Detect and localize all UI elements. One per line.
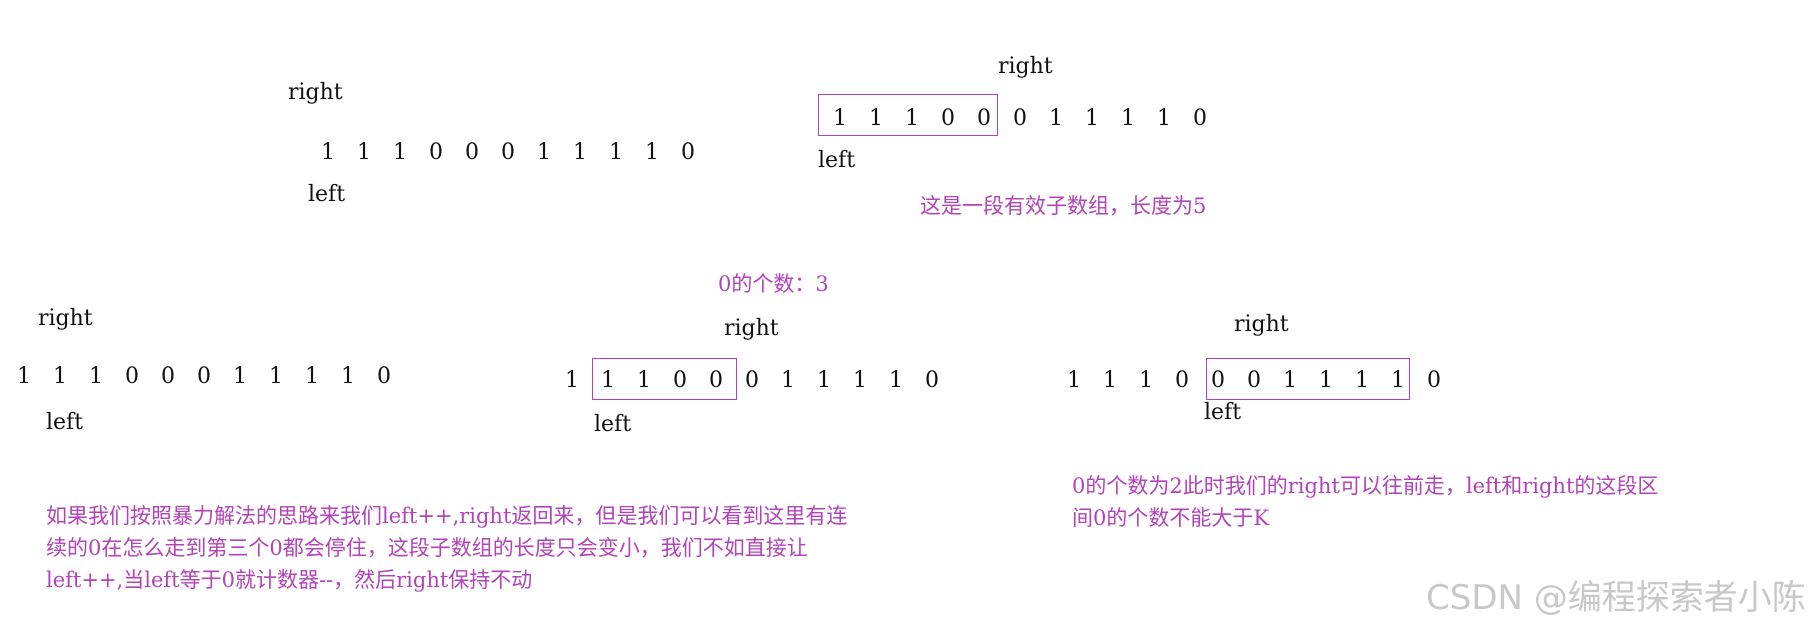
array-digit: 1 [817,368,831,393]
array-digit: 1 [853,368,867,393]
array-digit: 0 [197,364,211,389]
right-pointer-label: right [288,80,343,105]
array-digit: 1 [1139,368,1153,393]
array-digit: 0 [977,106,991,131]
array-digit: 0 [1211,368,1225,393]
explanation-line: left++,当left等于0就计数器--，然后right保持不动 [46,568,533,592]
array-digit: 1 [357,140,371,165]
array-digit: 0 [465,140,479,165]
array-digit: 1 [1121,106,1135,131]
array-digit: 0 [925,368,939,393]
array-digit: 0 [941,106,955,131]
array-digit: 1 [905,106,919,131]
array-digit: 1 [1103,368,1117,393]
explanation-line: 续的0在怎么走到第三个0都会停住，这段子数组的长度只会变小，我们不如直接让 [46,536,808,560]
array-digit: 1 [233,364,247,389]
explanation-line: 如果我们按照暴力解法的思路来我们left++,right返回来，但是我们可以看到… [46,504,848,528]
array-digit: 0 [1193,106,1207,131]
array-digit: 1 [565,368,579,393]
array-digit: 0 [125,364,139,389]
array-digit: 0 [377,364,391,389]
window-box [1206,358,1410,400]
array-digit: 1 [637,368,651,393]
array-digit: 1 [537,140,551,165]
array-row: 1 1 1 0 0 0 1 1 1 1 0 [554,368,950,394]
array-digit: 0 [1175,368,1189,393]
array-digit: 1 [1355,368,1369,393]
array-digit: 1 [89,364,103,389]
array-row: 1 1 1 0 0 0 1 1 1 1 0 [1056,368,1452,394]
array-row: 1 1 1 0 0 0 1 1 1 1 0 [822,106,1218,132]
array-digit: 0 [1247,368,1261,393]
array-digit: 1 [781,368,795,393]
array-digit: 0 [745,368,759,393]
array-digit: 1 [53,364,67,389]
valid-subarray-note: 这是一段有效子数组，长度为5 [920,194,1207,218]
right-pointer-label: right [998,54,1053,79]
brute-force-explanation: 如果我们按照暴力解法的思路来我们left++,right返回来，但是我们可以看到… [46,500,847,596]
array-digit: 1 [1391,368,1405,393]
array-digit: 0 [429,140,443,165]
array-digit: 1 [305,364,319,389]
array-row: 1 1 1 0 0 0 1 1 1 1 0 [6,364,402,390]
left-pointer-label: left [308,182,346,207]
right-pointer-label: right [1234,312,1289,337]
window-rule-explanation: 0的个数为2此时我们的right可以往前走，left和right的这段区 间0的… [1072,470,1658,534]
left-pointer-label: left [594,412,632,437]
array-digit: 1 [1085,106,1099,131]
array-digit: 1 [17,364,31,389]
array-digit: 0 [1013,106,1027,131]
array-digit: 1 [1319,368,1333,393]
array-digit: 1 [269,364,283,389]
explanation-line: 间0的个数不能大于K [1072,506,1270,530]
array-digit: 1 [341,364,355,389]
array-digit: 1 [1283,368,1297,393]
array-digit: 0 [1427,368,1441,393]
left-pointer-label: left [46,410,84,435]
array-digit: 1 [1067,368,1081,393]
array-digit: 1 [1157,106,1171,131]
explanation-line: 0的个数为2此时我们的right可以往前走，left和right的这段区 [1072,474,1659,498]
array-digit: 1 [869,106,883,131]
window-box [592,358,737,400]
right-pointer-label: right [724,316,779,341]
csdn-watermark: CSDN @编程探索者小陈 [1426,578,1806,618]
array-digit: 1 [573,140,587,165]
array-digit: 1 [601,368,615,393]
right-pointer-label: right [38,306,93,331]
array-digit: 0 [501,140,515,165]
array-digit: 1 [1049,106,1063,131]
left-pointer-label: left [1204,400,1242,425]
array-digit: 1 [393,140,407,165]
array-digit: 1 [321,140,335,165]
array-row: 1 1 1 0 0 0 1 1 1 1 0 [310,140,706,166]
array-digit: 0 [681,140,695,165]
zero-count-note: 0的个数：3 [718,272,829,296]
left-pointer-label: left [818,148,856,173]
valid-window-box [818,94,998,136]
array-digit: 0 [161,364,175,389]
array-digit: 1 [609,140,623,165]
array-digit: 1 [833,106,847,131]
array-digit: 1 [889,368,903,393]
array-digit: 1 [645,140,659,165]
array-digit: 0 [709,368,723,393]
array-digit: 0 [673,368,687,393]
